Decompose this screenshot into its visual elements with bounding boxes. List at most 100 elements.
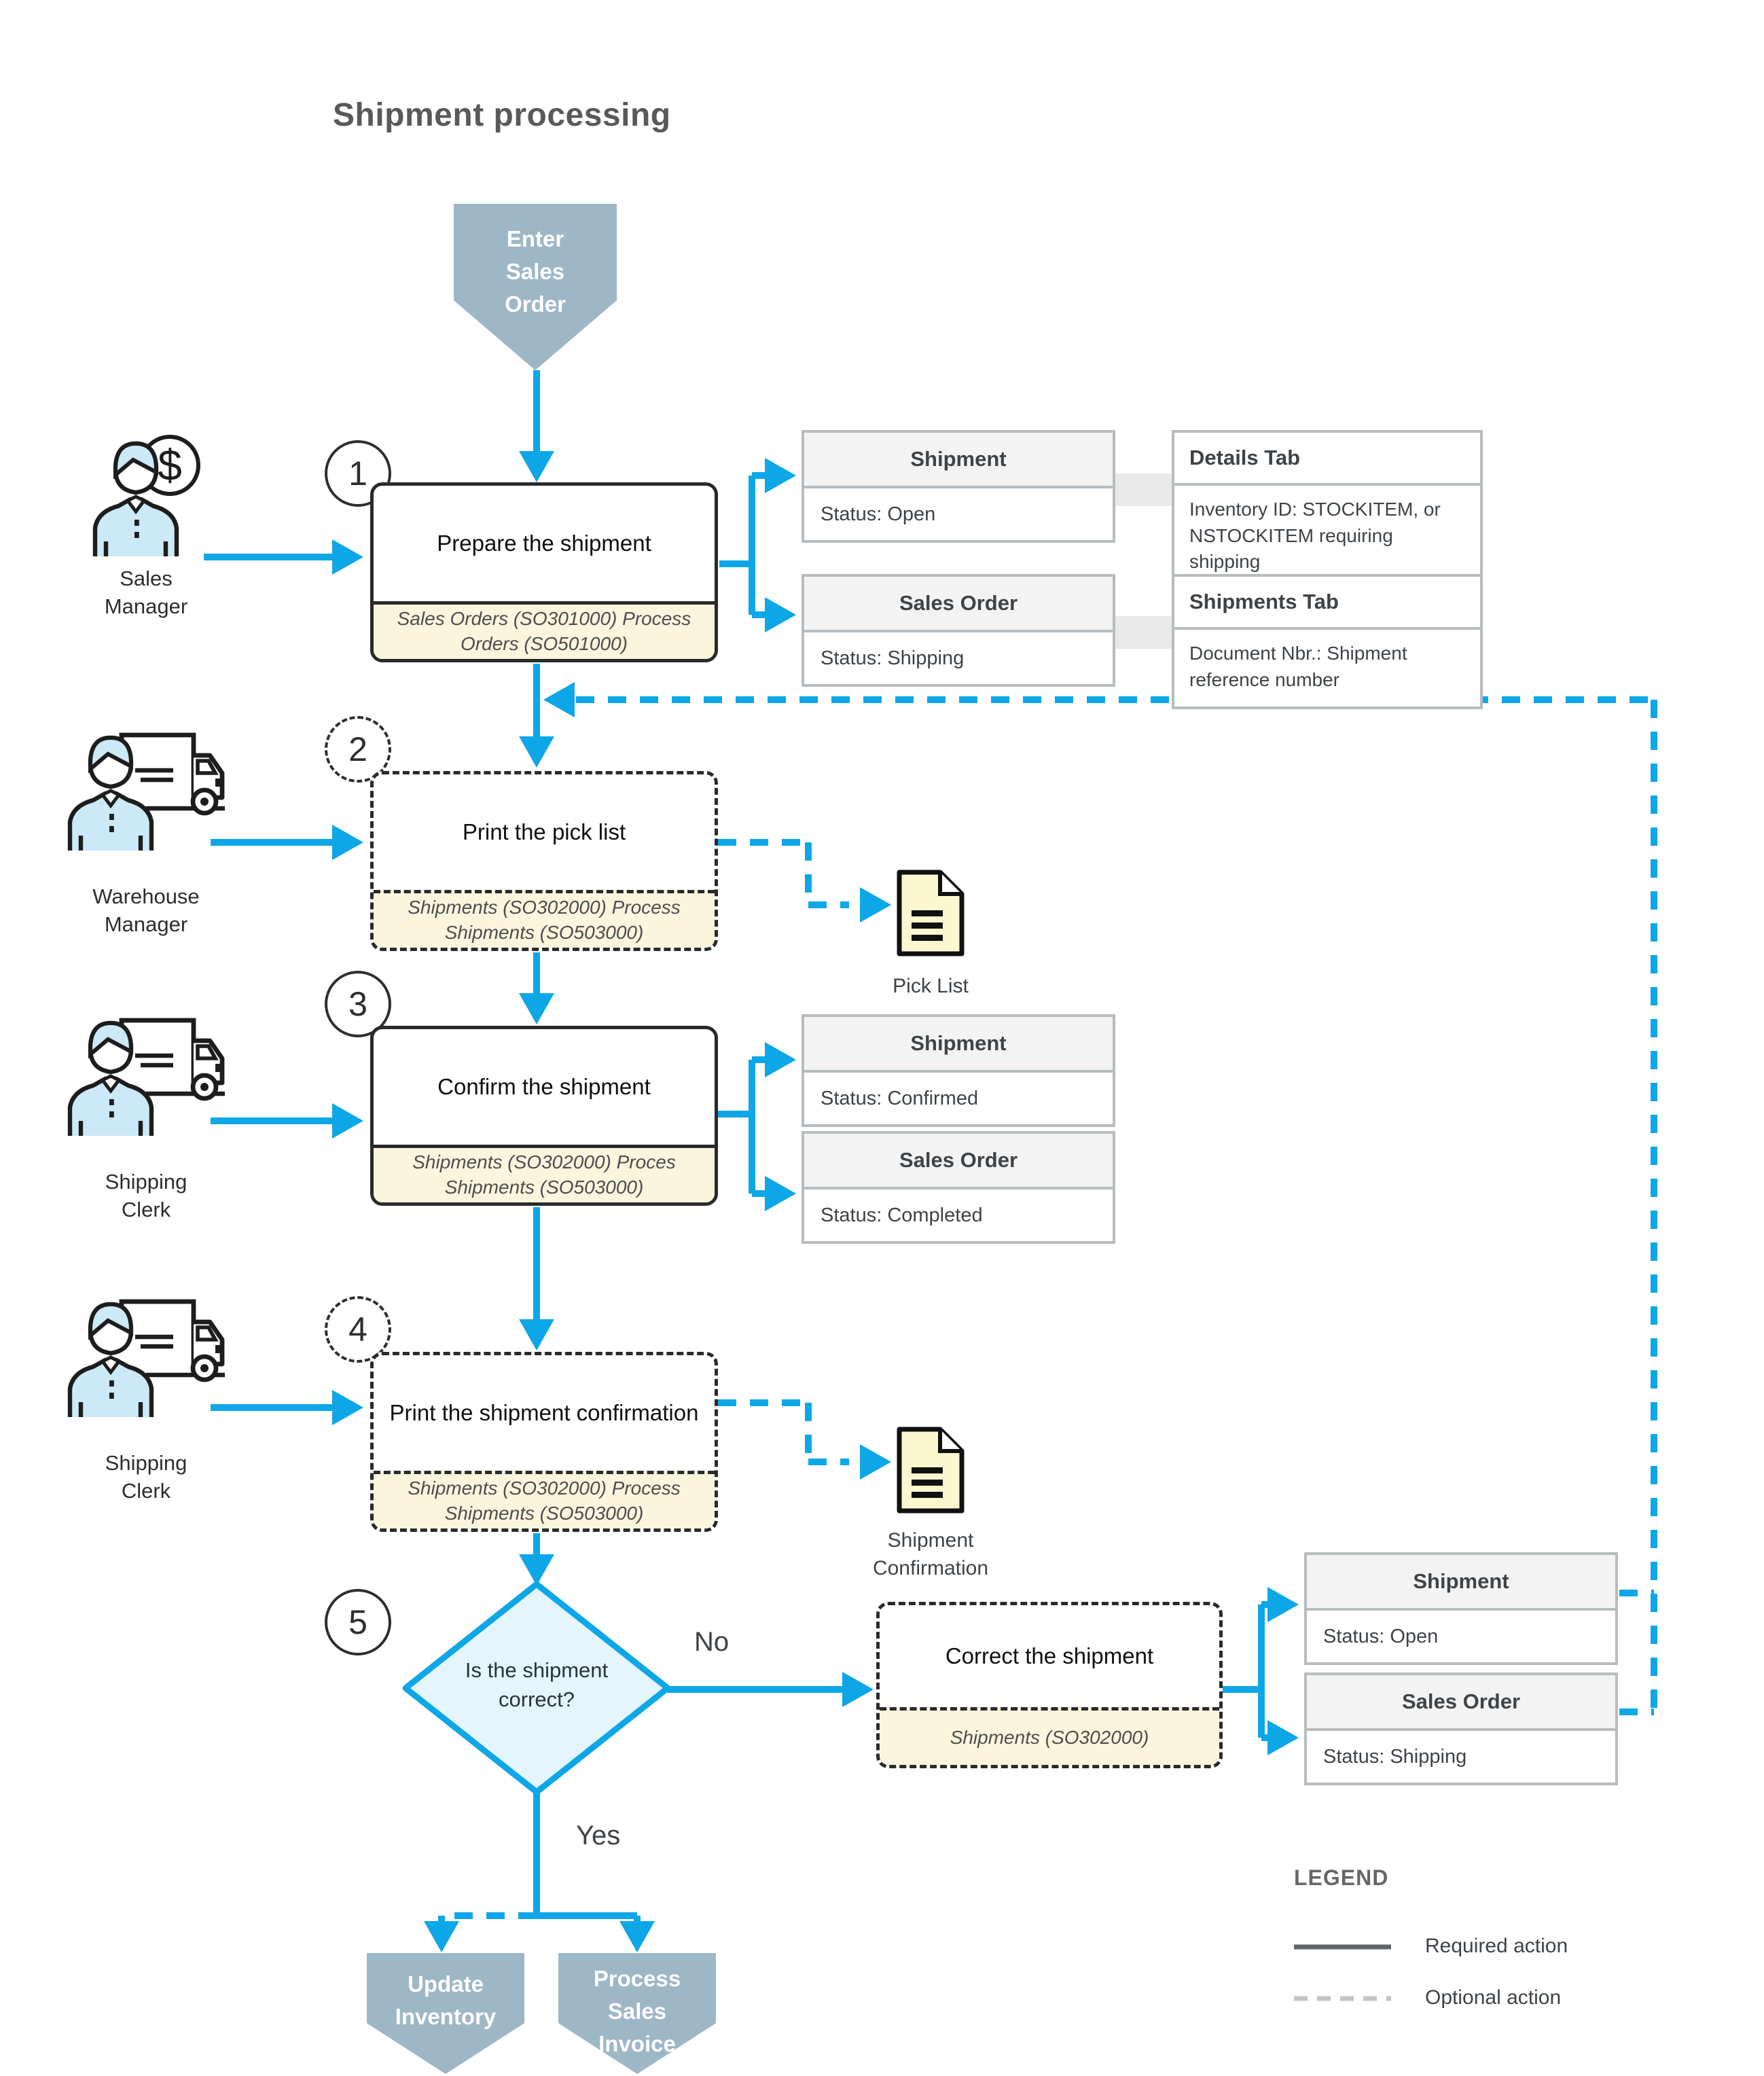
status-box-correction-shipment: Shipment Status: Open [1304,1552,1618,1665]
person-icon [67,1302,154,1417]
end-node-line: Inventory [395,2003,497,2029]
tab-box-details: Details Tab Inventory ID: STOCKITEM, or … [1172,430,1483,592]
step-1-screens: Sales Orders (SO301000) Process Orders (… [374,601,715,659]
status-box-step3-shipment: Shipment Status: Confirmed [802,1014,1115,1127]
truck-icon [119,1018,225,1101]
status-title: Sales Order [804,1134,1113,1189]
step-4-label: Print the shipment confirmation [389,1400,699,1425]
decision-diamond [402,1581,671,1795]
pick-list-label: Pick List [863,973,998,1001]
tab-body: Document Nbr.: Shipment reference number [1174,630,1480,706]
shipment-confirmation-document-icon [897,1427,965,1514]
status-value: Status: Open [1323,1625,1439,1647]
status-tab-connector [1115,473,1172,506]
status-title: Shipment [804,1017,1113,1073]
step-4-box: Print the shipment confirmation Shipment… [370,1352,718,1532]
tab-body-line: Document Nbr.: Shipment [1189,643,1407,664]
status-tab-connector [1115,616,1172,649]
status-value: Status: Shipping [1323,1745,1467,1768]
step-1-screens-line: Orders (SO501000) [461,633,628,654]
step-3-screens-line: Shipments (SO503000) [444,1177,644,1198]
status-value: Status: Completed [821,1204,983,1226]
actor-warehouse-manager-label: Warehouse Manager [65,883,228,939]
step-4-screens: Shipments (SO302000) Process Shipments (… [374,1471,715,1528]
actor-label-line: Clerk [121,1478,171,1503]
decision-label: Is the shipment correct? [435,1656,638,1715]
step-3-badge: 3 [325,971,391,1037]
actor-shipping-clerk-label: Shipping Clerk [65,1450,228,1505]
person-icon [67,1020,154,1136]
warehouse-manager-icon [67,732,225,851]
status-box-step1-sales-order: Sales Order Status: Shipping [802,574,1115,687]
tab-body-line: NSTOCKITEM requiring [1189,524,1393,546]
step-1-box: Prepare the shipment Sales Orders (SO301… [370,482,718,662]
person-icon [67,735,154,851]
shipping-clerk-icon [67,1299,225,1417]
actor-shipping-clerk-label: Shipping Clerk [65,1168,228,1224]
correct-screens-line: Shipments (SO302000) [950,1726,1149,1748]
legend-title: LEGEND [1294,1865,1389,1890]
actor-label-line: Sales [120,567,173,590]
end-node-update-inventory: Update Inventory [367,1953,524,2074]
step-1-screens-line: Sales Orders (SO301000) Process [397,608,691,630]
step-4-screens-line: Shipments (SO302000) Process [408,1478,681,1499]
status-title: Shipment [804,433,1113,488]
status-value: Status: Confirmed [821,1087,979,1109]
decision-label-line: correct? [499,1687,575,1712]
branch-yes-label: Yes [576,1821,621,1850]
step-2-box: Print the pick list Shipments (SO302000)… [370,771,718,951]
doc-label-line: Shipment [887,1529,974,1552]
start-node-line: Enter [506,226,564,251]
status-value: Status: Open [821,503,936,525]
start-node-line: Order [505,291,566,317]
status-box-step3-sales-order: Sales Order Status: Completed [802,1131,1115,1244]
truck-icon [119,1299,225,1382]
shipping-clerk-icon [67,1018,225,1136]
end-node-line: Process [593,1966,681,1991]
start-node-line: Sales [505,258,565,284]
correct-the-shipment-box: Correct the shipment Shipments (SO302000… [876,1602,1223,1768]
actor-sales-manager-label: Sales Manager [75,565,217,621]
step-3-box: Confirm the shipment Shipments (SO302000… [370,1026,718,1206]
actor-label-line: Manager [104,594,188,618]
step-2-screens-line: Shipments (SO503000) [444,922,644,943]
status-title: Sales Order [804,577,1113,632]
legend-required-label: Required action [1425,1935,1568,1957]
pick-list-document-icon [897,870,965,956]
tab-body: Inventory ID: STOCKITEM, or NSTOCKITEM r… [1174,486,1480,589]
page-title: Shipment processing [333,97,671,133]
status-box-correction-sales-order: Sales Order Status: Shipping [1304,1672,1618,1785]
dollar-sign: $ [158,441,182,490]
actor-label-line: Warehouse [92,884,200,908]
correct-the-shipment-label: Correct the shipment [945,1643,1154,1668]
correct-the-shipment-screens: Shipments (SO302000) [880,1707,1219,1765]
status-box-step1-shipment: Shipment Status: Open [802,430,1115,543]
truck-icon [119,732,225,816]
shipment-confirmation-label: Shipment Confirmation [846,1527,1015,1582]
step-3-screens-line: Shipments (SO302000) Proces [412,1151,676,1173]
status-value: Status: Shipping [821,647,965,669]
required-action-connectors [204,370,1270,1924]
arrowheads [332,451,1299,1952]
doc-label-line: Pick List [893,975,969,997]
tab-title: Details Tab [1174,433,1480,486]
tab-title: Shipments Tab [1174,577,1480,630]
doc-label-line: Confirmation [872,1556,989,1579]
status-title: Sales Order [1307,1675,1615,1731]
step-5-badge: 5 [325,1589,391,1656]
status-title: Shipment [1307,1555,1615,1611]
person-icon [92,441,179,556]
step-3-label: Confirm the shipment [437,1074,651,1099]
end-node-line: Update [408,1971,484,1997]
step-4-badge: 4 [325,1296,391,1363]
actor-label-line: Shipping [105,1170,187,1194]
branch-no-label: No [694,1627,730,1657]
tab-body-line: Inventory ID: STOCKITEM, or [1189,499,1441,520]
actor-label-line: Shipping [105,1451,187,1475]
step-1-label: Prepare the shipment [437,531,651,556]
step-2-screens-line: Shipments (SO302000) Process [408,897,681,918]
decision-label-line: Is the shipment [465,1658,609,1682]
step-2-label: Print the pick list [462,819,626,844]
